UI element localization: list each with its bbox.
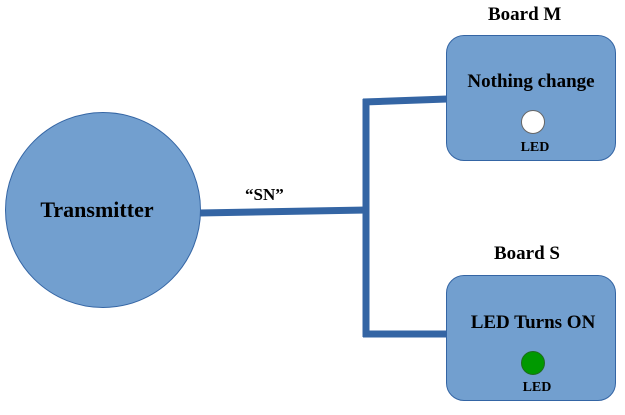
board-s-led-label: LED <box>522 380 552 395</box>
wire-to-board-m <box>362 95 448 106</box>
board-s: LED Turns ON LED <box>446 275 616 401</box>
led-off-indicator <box>521 110 545 134</box>
board-m: Nothing change LED <box>446 35 616 161</box>
transmitter-node: Transmitter <box>5 112 201 308</box>
board-m-status: Nothing change <box>467 71 595 92</box>
board-m-led-label: LED <box>520 140 550 155</box>
wire-transmitter-to-junction <box>198 206 368 217</box>
board-s-status: LED Turns ON <box>470 312 596 333</box>
signal-label: “SN” <box>245 185 284 204</box>
transmitter-label: Transmitter <box>40 197 154 222</box>
led-on-indicator <box>521 351 545 375</box>
board-s-title: Board S <box>494 243 560 264</box>
board-m-title: Board M <box>488 4 562 25</box>
